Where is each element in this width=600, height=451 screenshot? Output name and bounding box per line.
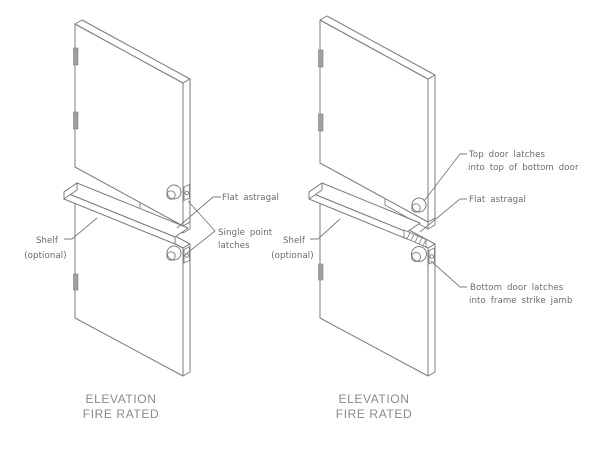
hatch-line: [418, 237, 423, 245]
label-shelf-line2: (optional): [271, 251, 314, 261]
label-top-door-latch-line2: into top of bottom door: [468, 163, 579, 173]
leader-shelf: [64, 217, 98, 240]
hinge-icon: [318, 263, 324, 281]
hinge-icon: [73, 111, 79, 130]
door-side-edge-face: [427, 243, 436, 377]
label-single-point-latches-line2: latches: [218, 241, 250, 251]
door-knob-face: [411, 203, 421, 213]
shelf-end-face: [308, 182, 323, 200]
leader-top-door-latch: [423, 153, 467, 202]
door-side-edge-face: [427, 74, 436, 223]
label-bottom-door-latch-line1: Bottom door latches: [470, 283, 564, 293]
leader-bottom-door-latch: [430, 260, 467, 288]
hinge-icon: [318, 49, 324, 68]
hinge-icon: [73, 47, 79, 66]
astragal-hatched-block: [403, 229, 427, 248]
caption-fire-rated: FIRE RATED: [336, 407, 412, 421]
left-assembly: Flat astragal Single point latches Shelf…: [24, 19, 279, 421]
right-assembly: Top door latches into top of bottom door…: [271, 15, 579, 421]
shelf-end-face: [63, 182, 78, 200]
hinge-icon: [318, 113, 324, 132]
latch-plate: [428, 247, 435, 265]
label-flat-astragal: Flat astragal: [222, 193, 279, 203]
latch-point: [184, 190, 190, 196]
label-flat-astragal: Flat astragal: [469, 195, 526, 205]
label-shelf-line2: (optional): [24, 251, 67, 261]
leader-shelf: [310, 218, 341, 240]
latch-plate: [183, 184, 190, 201]
right-top-door: [318, 15, 436, 230]
door-knob-face: [166, 190, 176, 200]
right-shelf: [308, 182, 421, 240]
label-single-point-latches-line1: Single point: [218, 228, 273, 238]
hatch-line: [422, 239, 427, 246]
door-side-edge-face: [182, 78, 191, 227]
door-knob: [411, 246, 427, 262]
caption-fire-rated: FIRE RATED: [83, 407, 159, 421]
door-knob-face: [411, 252, 421, 262]
hatch-line: [414, 235, 419, 243]
latch-point: [429, 254, 435, 259]
label-top-door-latch-line1: Top door latches: [468, 150, 545, 160]
leader-flat-astragal: [419, 198, 467, 233]
door-side-edge-face: [182, 243, 191, 377]
hinge-icon: [73, 273, 79, 291]
hatch-line: [410, 234, 415, 241]
leader-flat-astragal: [176, 196, 221, 229]
door-knob-face: [166, 251, 176, 261]
label-shelf-line1: Shelf: [283, 236, 306, 246]
caption-elevation: ELEVATION: [86, 392, 157, 406]
left-shelf: [63, 182, 189, 245]
latch-plate: [183, 246, 190, 264]
hatch-line: [406, 232, 411, 239]
leader-single-point-latches: [185, 200, 216, 255]
label-bottom-door-latch-line2: into frame strike jamb: [469, 296, 573, 306]
caption-elevation: ELEVATION: [339, 392, 410, 406]
label-shelf-line1: Shelf: [36, 236, 59, 246]
